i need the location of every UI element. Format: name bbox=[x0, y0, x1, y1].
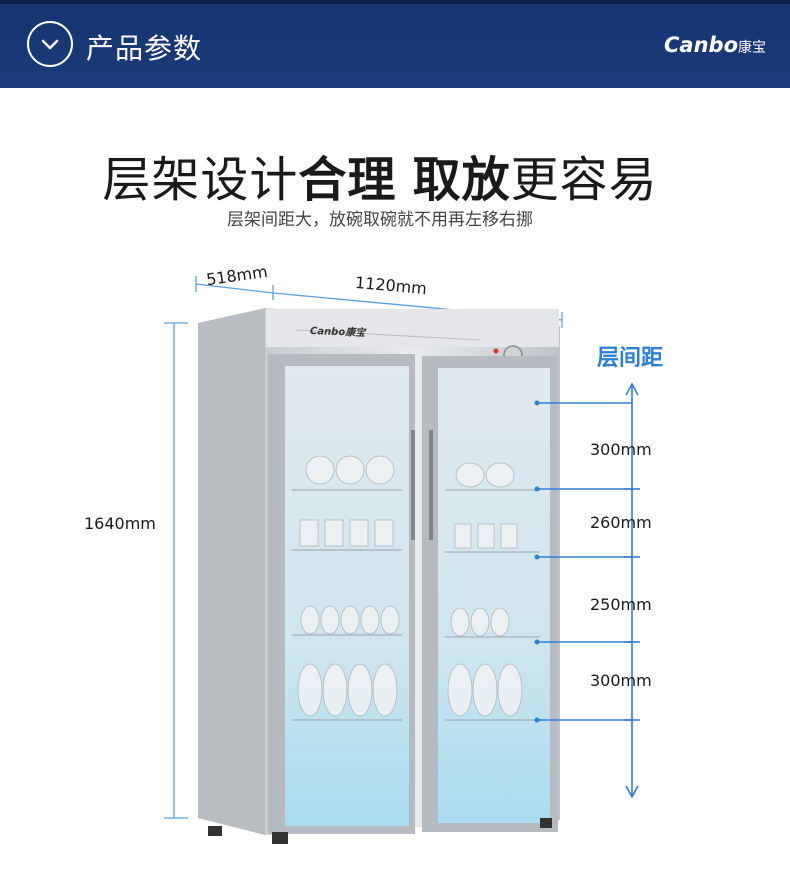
spacing-title: 层间距 bbox=[597, 346, 664, 371]
right-door-handle bbox=[429, 430, 433, 540]
cabinet bbox=[198, 308, 560, 844]
section-title: 产品参数 bbox=[86, 32, 203, 65]
left-door-glass bbox=[285, 366, 409, 826]
depth-line bbox=[195, 283, 274, 294]
headline-bold1: 合理 bbox=[298, 152, 397, 208]
cabinet-drawing bbox=[164, 276, 640, 844]
left-door-handle bbox=[411, 430, 415, 540]
height-label: 1640mm bbox=[84, 514, 156, 533]
headline-part2: 更容易 bbox=[510, 152, 658, 208]
spacing-indicator bbox=[537, 382, 640, 799]
spacing-value: 260mm bbox=[590, 513, 652, 532]
cabinet-panel-brand: Canbo康宝 bbox=[309, 326, 366, 339]
header-bar: 产品参数 Canbo康宝 bbox=[0, 0, 790, 88]
product-illustration bbox=[0, 240, 790, 886]
headline-bold2: 取放 bbox=[412, 152, 511, 208]
subheadline: 层架间距大，放碗取碗就不用再左移右挪 bbox=[227, 210, 533, 230]
chevron-down-icon bbox=[41, 39, 59, 50]
headline-part1: 层架设计 bbox=[102, 152, 299, 208]
brand-logo: Canbo康宝 bbox=[664, 33, 766, 57]
collapse-button[interactable] bbox=[27, 21, 73, 67]
brand-logo-en: Canbo bbox=[664, 33, 738, 57]
spacing-value: 300mm bbox=[590, 440, 652, 459]
spacing-value: 300mm bbox=[590, 671, 652, 690]
spacing-value: 250mm bbox=[590, 595, 652, 614]
brand-logo-cn: 康宝 bbox=[738, 40, 766, 56]
headline: 层架设计合理 取放更容易 bbox=[0, 140, 760, 210]
right-door-glass bbox=[438, 368, 550, 823]
